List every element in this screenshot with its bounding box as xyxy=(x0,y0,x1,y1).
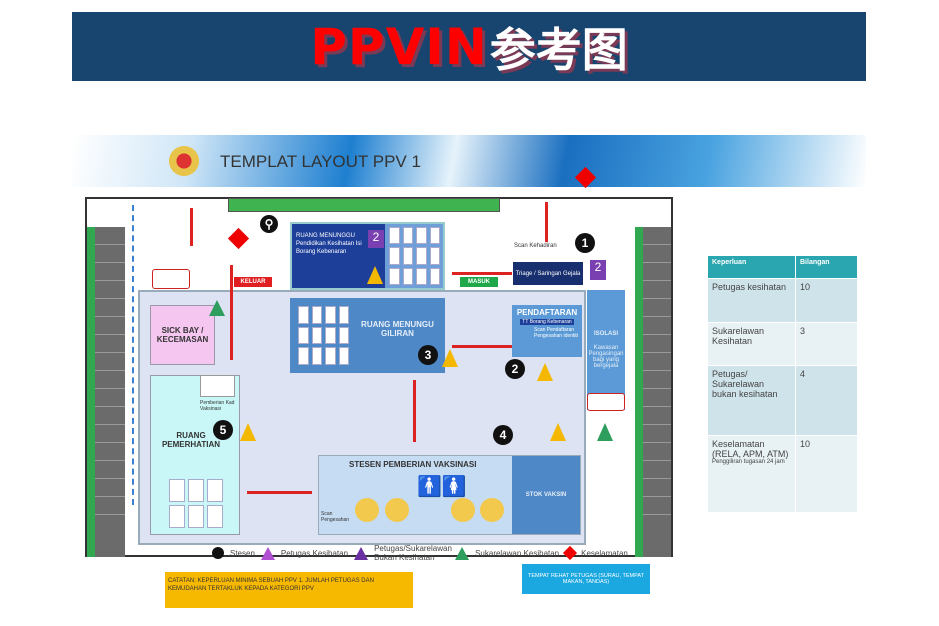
title-banner: PPVIN 参考图 xyxy=(72,12,866,81)
toilet-icon: ⚲ xyxy=(260,215,278,233)
registration-box: PENDAFTARAN TT Borang Kebenaran Scan Pen… xyxy=(512,305,582,357)
legend-diamond-icon xyxy=(563,545,578,561)
observation-room: RUANG PEMERHATIAN xyxy=(150,375,240,535)
registration-label: PENDAFTARAN xyxy=(516,308,578,317)
parking-right xyxy=(635,227,671,557)
station-number: 2 xyxy=(505,359,525,379)
station-number: 4 xyxy=(493,425,513,445)
chairs xyxy=(166,476,226,531)
layout-title: TEMPLAT LAYOUT PPV 1 xyxy=(220,152,421,171)
vaccination-label: STESEN PEMBERIAN VAKSINASI xyxy=(349,460,477,469)
legend-triangle-icon xyxy=(260,546,275,560)
header-need: Keperluan xyxy=(707,255,796,279)
isolation-room: ISOLASI Kawasan Pengasingan bagi yang be… xyxy=(587,290,625,410)
health-volunteer-cone xyxy=(597,423,613,441)
station-number: 1 xyxy=(575,233,595,253)
entry-sign: MASUK xyxy=(460,277,498,287)
exit-arrow xyxy=(230,265,233,360)
ambulance-icon xyxy=(587,393,625,411)
legend-triangle-icon xyxy=(354,546,369,560)
table-row: Keselamatan (RELA, APM, ATM)Penggiliran … xyxy=(707,435,858,513)
health-staff-cone xyxy=(442,349,458,367)
dashed-path xyxy=(132,205,134,505)
scan-attendance-label: Scan Kehadiran xyxy=(514,243,557,249)
layout-slide: TEMPLAT LAYOUT PPV 1 ⚲ RUANG MENUNGGU Pe… xyxy=(72,135,866,610)
registration-sublabel: TT Borang Kebenaran xyxy=(520,319,574,325)
legend-label: Petugas Kesihatan xyxy=(280,548,349,558)
entry-arrow xyxy=(545,202,548,242)
rest-area-box: TEMPAT REHAT PETUGAS (SURAU, TEMPAT MAKA… xyxy=(522,564,650,594)
cell-note: Penggiliran tugasan 24 jam xyxy=(712,459,785,465)
health-staff-cone xyxy=(367,266,383,284)
note-box: CATATAN: KEPERLUAN MINIMA SEBUAH PPV 1. … xyxy=(165,572,413,608)
cell-count: 10 xyxy=(795,278,858,323)
waiting-room-education: RUANG MENUNGGU Pendidikan Kesihatan Isi … xyxy=(290,222,445,290)
cell-count: 10 xyxy=(795,435,858,513)
legend-label: Keselamatan xyxy=(581,548,628,558)
syringe-icon xyxy=(451,498,475,522)
flow-arrow xyxy=(413,380,416,442)
bench-row xyxy=(228,198,500,212)
legend-label: Sukarelawan Kesihatan xyxy=(475,548,560,558)
syringe-icon xyxy=(355,498,379,522)
vaccination-station: STESEN PEMBERIAN VAKSINASI Scan Pengesah… xyxy=(318,455,581,535)
legend-label: Petugas/Sukarelawan Bukan Kesihatan xyxy=(374,544,452,562)
chairs xyxy=(386,224,443,288)
station-number: 5 xyxy=(213,420,233,440)
people-icon: 🚹🚺 xyxy=(417,476,467,498)
legend-circle-icon xyxy=(212,547,224,559)
triage-box: Triage / Saringan Gejala xyxy=(513,262,583,285)
syringe-icon xyxy=(480,498,504,522)
waiting-turn-label: RUANG MENUNGU GILIRAN xyxy=(361,320,434,338)
syringe-icon xyxy=(385,498,409,522)
coat-of-arms-icon xyxy=(167,143,201,179)
header-wave xyxy=(72,135,866,187)
cell-count: 3 xyxy=(795,322,858,366)
table-header: Keperluan Bilangan xyxy=(707,255,858,279)
header-count: Bilangan xyxy=(795,255,858,279)
flow-arrow xyxy=(452,272,512,275)
badge-2: 2 xyxy=(368,230,384,248)
cell-need: Petugas/ Sukarelawan bukan kesihatan xyxy=(707,365,796,436)
cell-count: 4 xyxy=(795,365,858,436)
cell-need: Petugas kesihatan xyxy=(707,278,796,323)
health-staff-cone xyxy=(240,423,256,441)
legend: Stesen Petugas Kesihatan Petugas/Sukarel… xyxy=(212,544,628,562)
flow-arrow xyxy=(452,345,512,348)
isolation-sublabel: Kawasan Pengasingan bagi yang bergejala xyxy=(588,345,624,369)
parking-left xyxy=(87,227,125,557)
registration-scan: Scan Pendaftaran Pengesahan identiti xyxy=(534,327,578,339)
exit-sign: KELUAR xyxy=(234,277,272,287)
vaccine-stock: STOK VAKSIN xyxy=(512,456,580,534)
scan-verify-label: Scan Pengesahan xyxy=(321,511,350,523)
badge-2: 2 xyxy=(590,260,606,280)
exit-arrow xyxy=(190,208,193,246)
station-number: 3 xyxy=(418,345,438,365)
ambulance-icon xyxy=(152,269,190,289)
chairs xyxy=(295,303,352,368)
vaccine-card-icon xyxy=(200,375,235,397)
flow-arrow xyxy=(247,491,312,494)
sick-bay: SICK BAY / KECEMASAN xyxy=(150,305,215,365)
cell-need: Keselamatan (RELA, APM, ATM) xyxy=(712,439,789,459)
isolation-label: ISOLASI xyxy=(593,331,618,337)
health-staff-cone xyxy=(537,363,553,381)
legend-triangle-icon xyxy=(455,546,470,560)
health-volunteer-cone xyxy=(209,300,225,316)
cell-need: Sukarelawan Kesihatan xyxy=(707,322,796,366)
health-staff-cone xyxy=(550,423,566,441)
banner-title-chinese: 参考图 xyxy=(489,22,628,77)
vaccine-card-label: Pemberian Kad Vaksinasi xyxy=(200,400,235,412)
legend-label: Stesen xyxy=(230,548,255,558)
banner-title-latin: PPVIN xyxy=(310,17,488,76)
observation-label: RUANG PEMERHATIAN xyxy=(161,431,221,449)
